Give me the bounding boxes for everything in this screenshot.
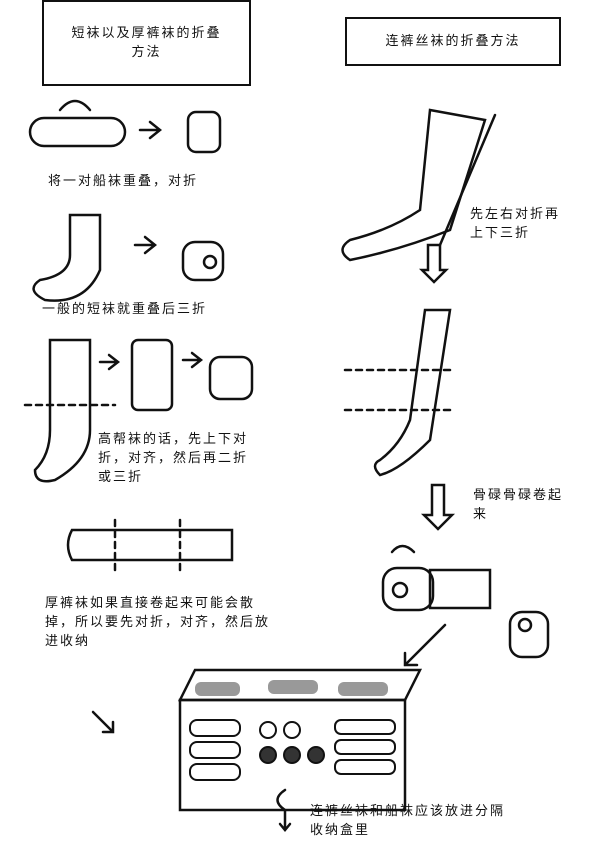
step-boat-socks: 将一对船袜重叠，对折 — [48, 174, 199, 189]
arrow-down-icon — [420, 483, 456, 531]
rolled-sock — [181, 240, 225, 282]
high-sock-drawing — [33, 338, 92, 483]
arrow-down-icon — [418, 243, 450, 284]
storage-box — [177, 668, 423, 812]
left-title: 短袜以及厚裤袜的折叠方法 — [71, 26, 222, 60]
rolled-tights — [508, 610, 550, 659]
rolling-tights — [381, 544, 492, 612]
step-thick-tights: 厚裤袜如果直接卷起来可能会散掉，所以要先对折，对齐，然后放进收纳 — [45, 596, 271, 649]
arrow-icon — [98, 353, 121, 371]
boat-sock-drawing — [28, 99, 127, 148]
tights-drawing — [341, 108, 487, 262]
thick-tights-drawing — [66, 528, 234, 562]
step-tights-fold: 先左右对折再上下三折 — [470, 207, 561, 241]
folded-boat-sock — [186, 110, 222, 154]
step-storage: 连裤丝袜和船袜应该放进分隔收纳盒里 — [310, 804, 506, 838]
right-title: 连裤丝袜的折叠方法 — [385, 34, 521, 49]
step-high-socks: 高帮袜的话，先上下对折，对齐，然后再二折或三折 — [98, 432, 249, 485]
right-title-box: 连裤丝袜的折叠方法 — [345, 17, 561, 66]
step-tights-roll: 骨碌骨碌卷起来 — [473, 488, 564, 522]
arrow-icon — [138, 120, 163, 140]
arrow-icon — [181, 351, 204, 369]
folded-tights — [373, 308, 452, 477]
left-title-box: 短袜以及厚裤袜的折叠方法 — [42, 0, 251, 86]
arrow-icon — [133, 235, 158, 255]
short-sock-drawing — [32, 213, 102, 302]
step-short-socks: 一般的短袜就重叠后三折 — [42, 302, 208, 317]
